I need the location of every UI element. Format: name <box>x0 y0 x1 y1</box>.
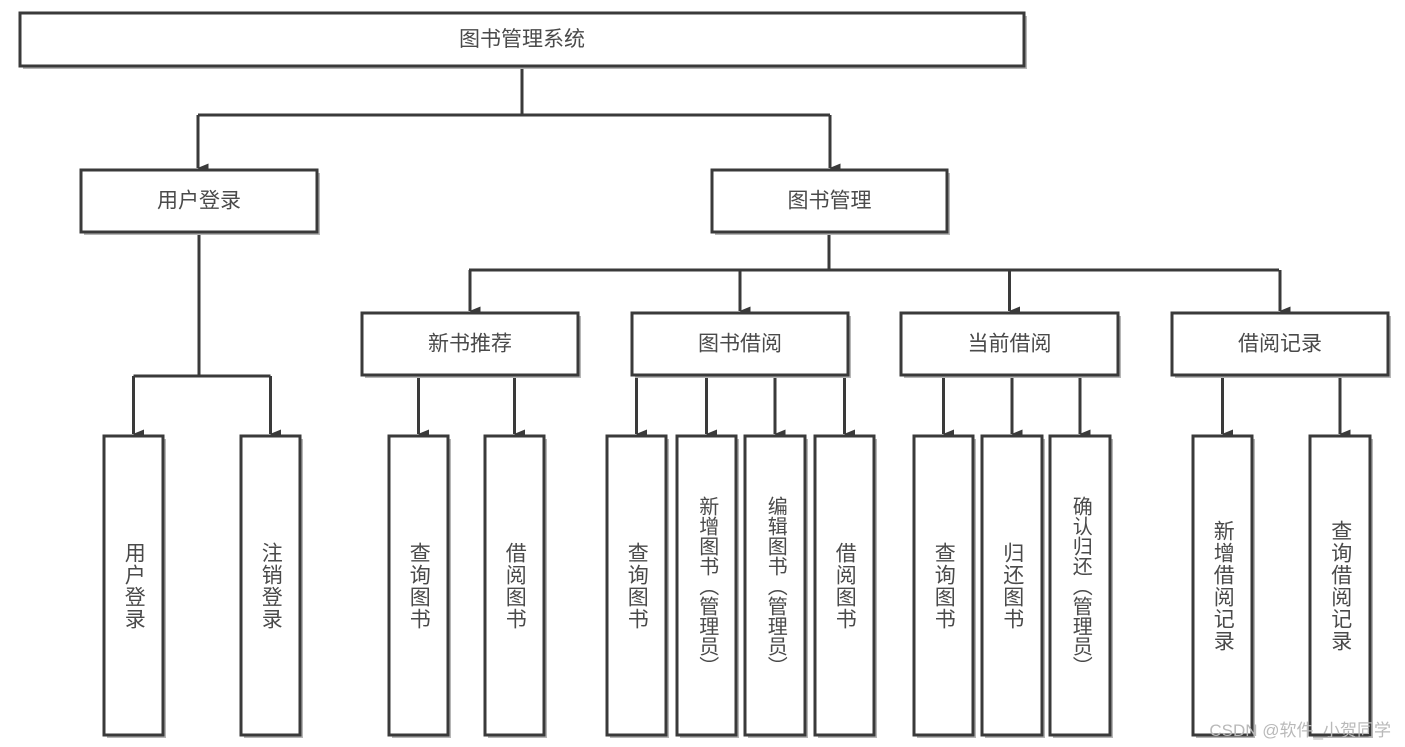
node-leaf-10[interactable] <box>1048 434 1112 737</box>
connector-layer <box>132 66 1351 439</box>
node-leaf-9[interactable] <box>980 434 1044 737</box>
node-level2-0[interactable] <box>360 311 580 377</box>
node-box-layer <box>18 11 1391 738</box>
node-level2-label-2: 当前借阅 <box>968 333 1052 356</box>
node-leaf-5[interactable] <box>675 434 738 737</box>
node-level2-2[interactable] <box>899 311 1120 377</box>
node-leaf-6[interactable] <box>743 434 807 737</box>
node-leaf-11[interactable] <box>1191 434 1254 737</box>
node-leaf-8[interactable] <box>912 434 975 737</box>
node-level2-label-0: 新书推荐 <box>428 333 512 356</box>
node-leaf-1[interactable] <box>239 434 302 737</box>
node-leaf-2[interactable] <box>387 434 450 737</box>
node-leaf-7[interactable] <box>813 434 876 737</box>
node-root-label: 图书管理系统 <box>459 28 585 51</box>
node-level2-label-3: 借阅记录 <box>1238 333 1322 356</box>
node-leaf-12[interactable] <box>1308 434 1372 737</box>
node-level1-0[interactable] <box>79 168 319 234</box>
node-root[interactable] <box>18 11 1026 68</box>
node-level1-1[interactable] <box>710 168 949 234</box>
node-level2-label-1: 图书借阅 <box>698 333 782 356</box>
node-leaf-3[interactable] <box>483 434 546 737</box>
node-level1-label-0: 用户登录 <box>157 190 241 213</box>
node-level1-label-1: 图书管理 <box>788 190 872 213</box>
node-level2-1[interactable] <box>630 311 850 377</box>
node-level2-3[interactable] <box>1170 311 1390 377</box>
node-leaf-4[interactable] <box>605 434 668 737</box>
node-leaf-0[interactable] <box>102 434 165 737</box>
